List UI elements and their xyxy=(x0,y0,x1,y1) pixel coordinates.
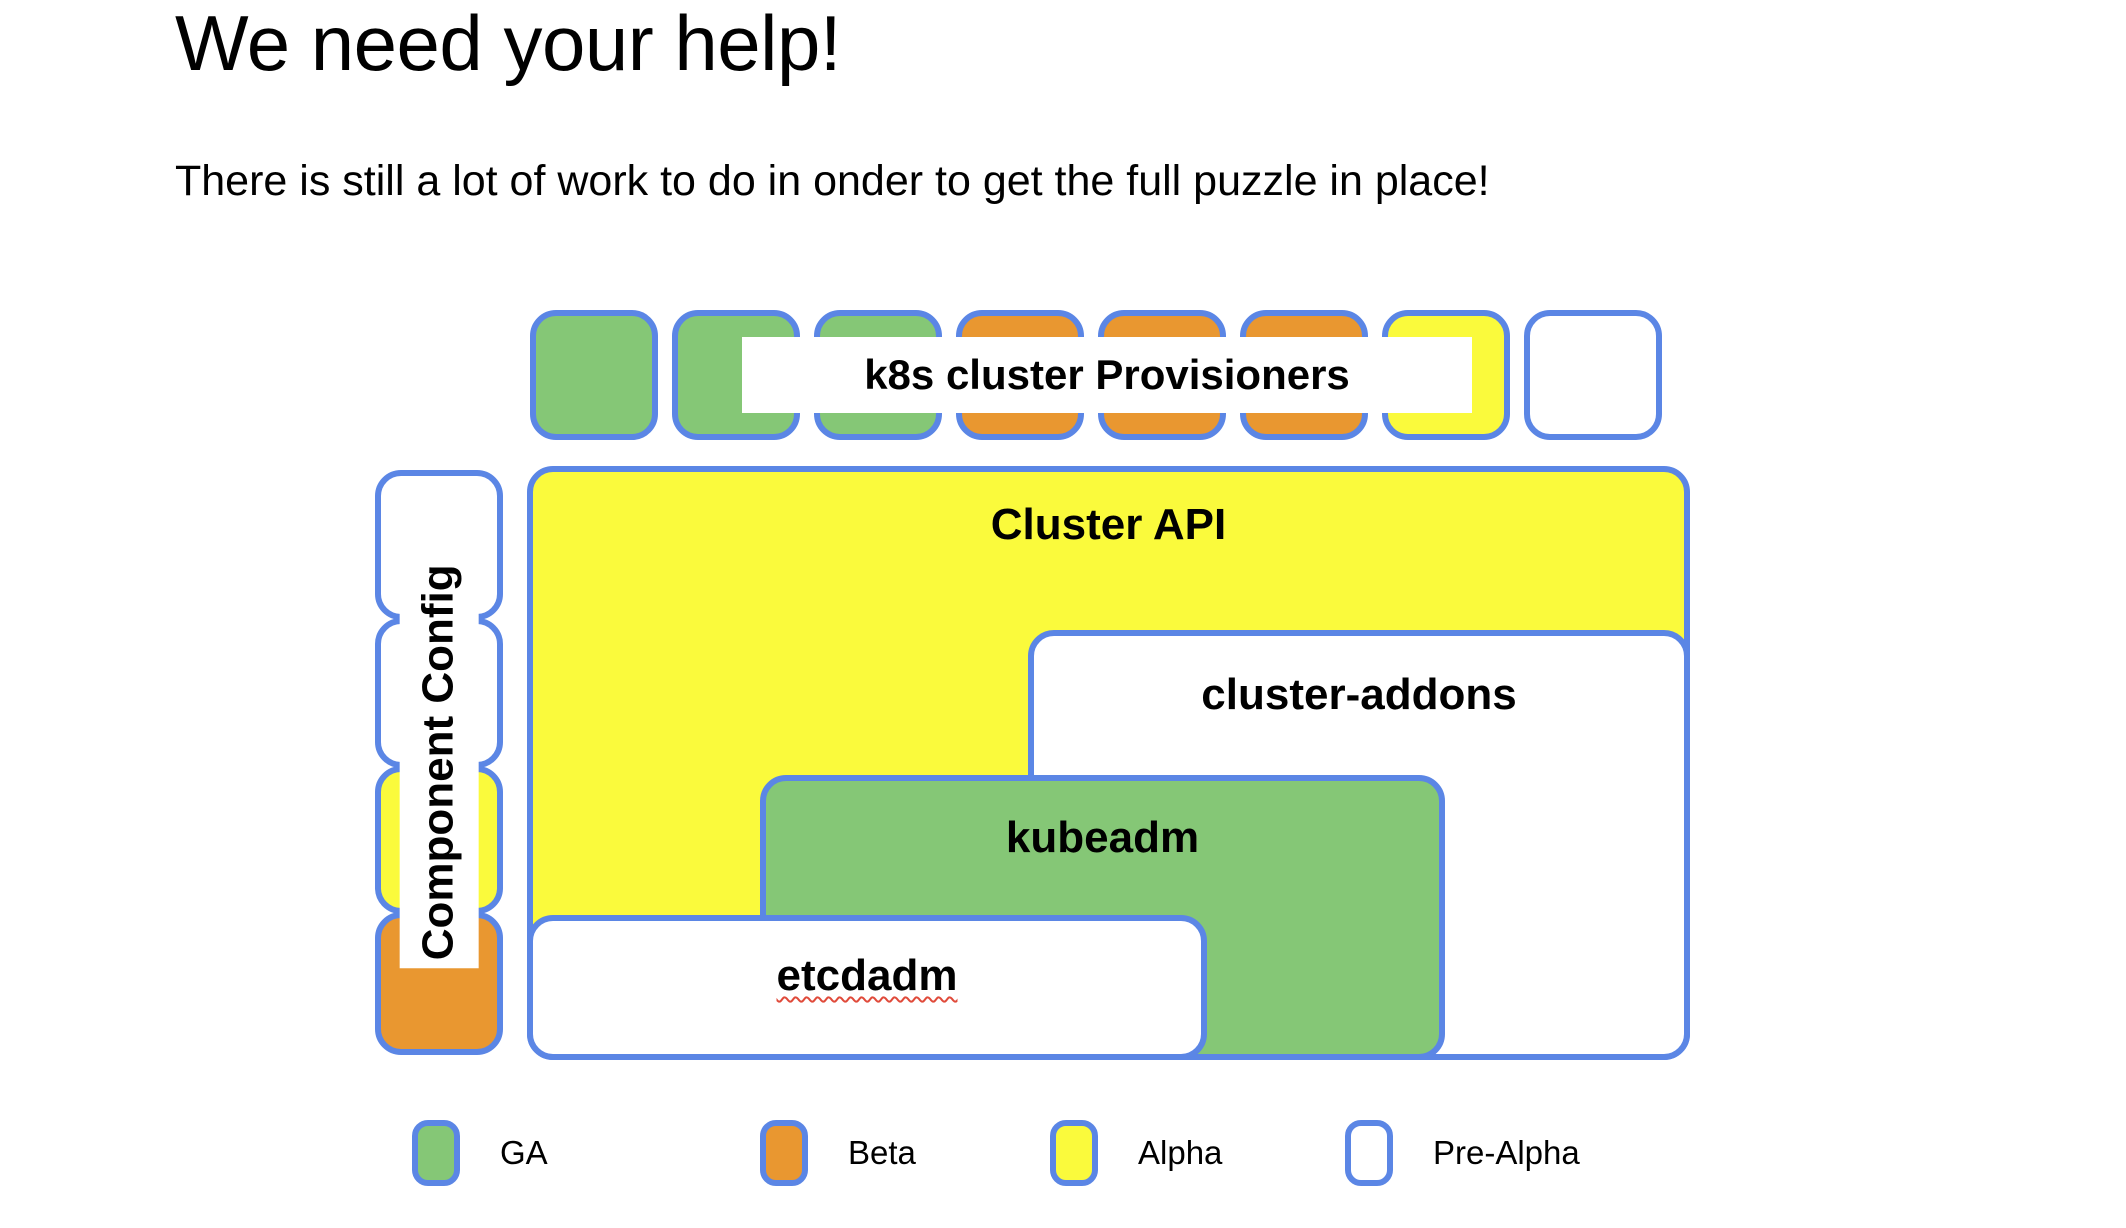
cluster-api-label: Cluster API xyxy=(990,500,1227,549)
legend-item-pre-alpha[interactable]: Pre-Alpha xyxy=(1345,1118,1580,1188)
component-config-box-1[interactable] xyxy=(375,470,503,620)
etcdadm-label-text: etcdadm xyxy=(776,951,958,1000)
component-config-box-2[interactable] xyxy=(375,618,503,768)
kubeadm-label: kubeadm xyxy=(1005,813,1200,862)
legend-swatch-pre-alpha xyxy=(1345,1120,1393,1186)
etcdadm-box[interactable]: etcdadm xyxy=(527,915,1207,1060)
provisioner-box-8[interactable] xyxy=(1524,310,1662,440)
legend: GA Beta Alpha Pre-Alpha xyxy=(0,1118,2126,1208)
etcdadm-label: etcdadm xyxy=(533,951,1201,1001)
legend-swatch-ga xyxy=(412,1120,460,1186)
provisioners-banner: k8s cluster Provisioners xyxy=(742,337,1472,413)
provisioners-banner-label: k8s cluster Provisioners xyxy=(864,351,1350,398)
component-config-box-3[interactable] xyxy=(375,766,503,914)
page-subtitle: There is still a lot of work to do in on… xyxy=(175,157,1490,205)
legend-label-pre-alpha: Pre-Alpha xyxy=(1433,1134,1580,1171)
legend-item-alpha[interactable]: Alpha xyxy=(1050,1118,1222,1188)
legend-label-ga: GA xyxy=(500,1134,548,1171)
cluster-addons-label: cluster-addons xyxy=(1201,670,1517,719)
legend-item-beta[interactable]: Beta xyxy=(760,1118,916,1188)
legend-label-beta: Beta xyxy=(848,1134,916,1171)
page-title: We need your help! xyxy=(175,0,842,87)
legend-swatch-alpha xyxy=(1050,1120,1098,1186)
component-config-box-4[interactable] xyxy=(375,912,503,1055)
provisioner-box-1[interactable] xyxy=(530,310,658,440)
legend-label-alpha: Alpha xyxy=(1138,1134,1223,1171)
legend-item-ga[interactable]: GA xyxy=(412,1118,548,1188)
legend-swatch-beta xyxy=(760,1120,808,1186)
